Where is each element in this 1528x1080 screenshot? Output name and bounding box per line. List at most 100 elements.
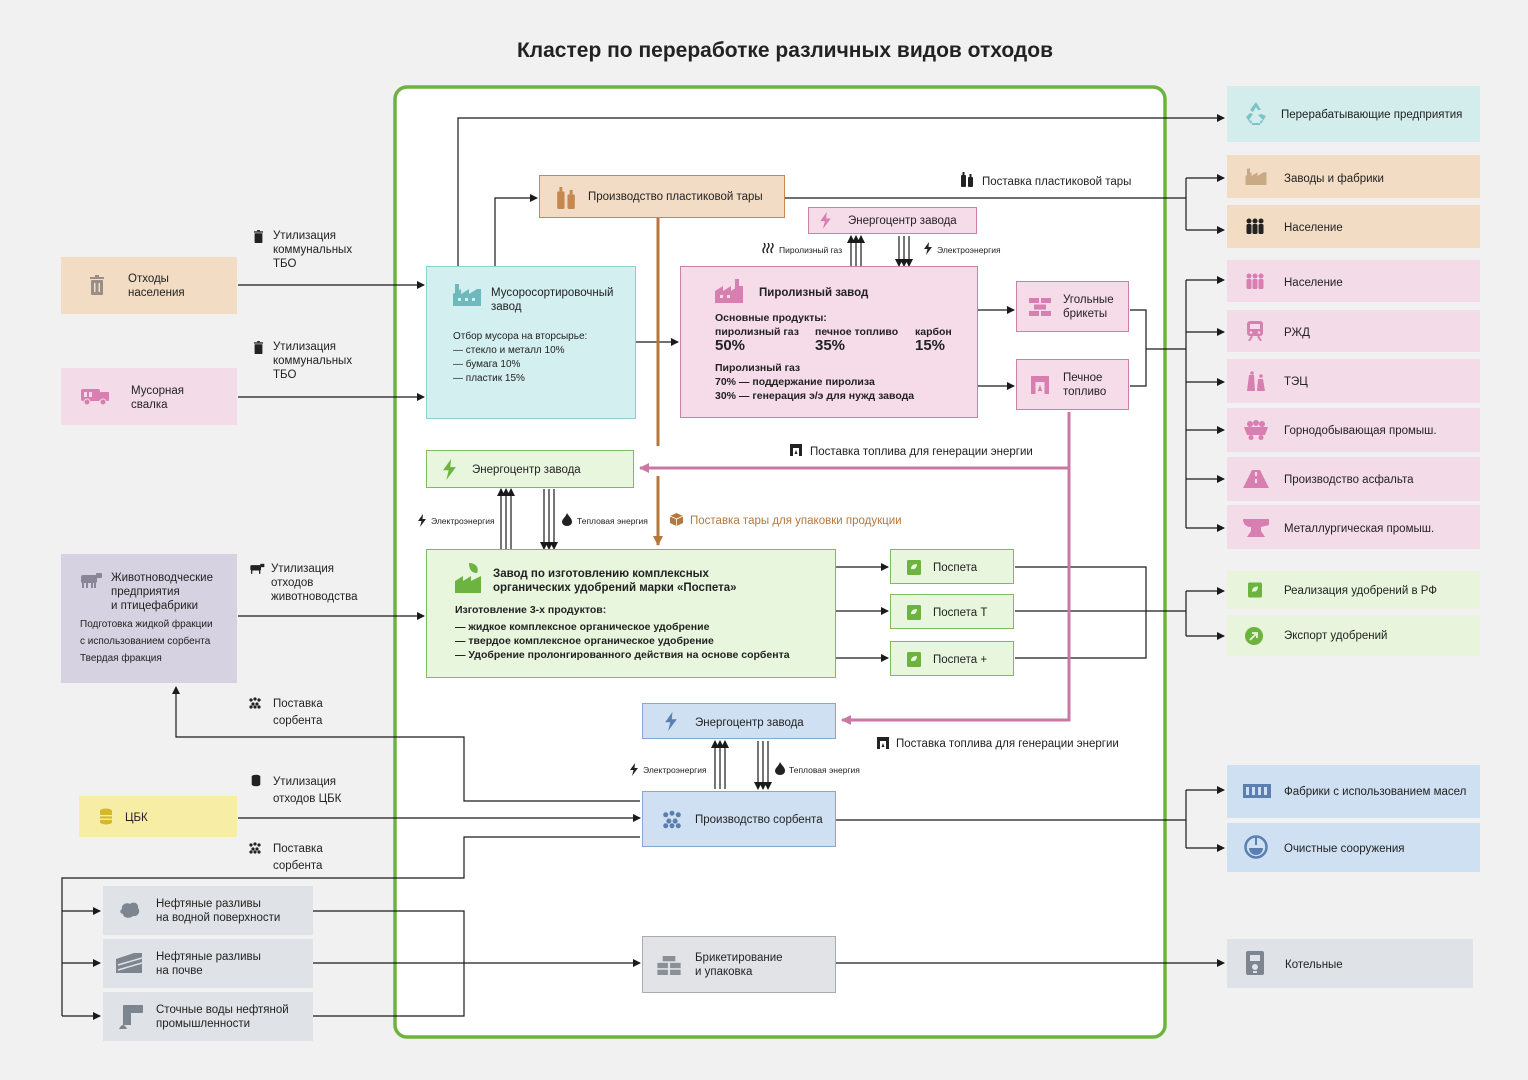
source-landfill: Мусорная свалка bbox=[61, 368, 237, 425]
consumer-boilers: Котельные bbox=[1227, 939, 1473, 988]
consumer-fert-rf: Реализация удобрений в РФ bbox=[1227, 571, 1480, 609]
people-icon bbox=[1246, 273, 1264, 289]
flame-icon bbox=[775, 762, 785, 775]
plant-sorting: Мусоросортировочный завод Отбор мусора н… bbox=[426, 266, 636, 419]
flame-icon bbox=[562, 513, 572, 526]
plant-label: Брикетирование и упаковка bbox=[695, 952, 783, 978]
product-briquettes: Угольные брикеты bbox=[1016, 281, 1129, 332]
lightning-icon bbox=[924, 242, 932, 255]
lightning-icon bbox=[443, 459, 456, 480]
bottles-icon bbox=[961, 172, 973, 187]
road-icon bbox=[1243, 470, 1269, 488]
flow-label-sorbent: Поставка сорбента bbox=[273, 843, 323, 872]
flow-label-electricity: Электроэнергия bbox=[937, 245, 1001, 255]
lightning-icon bbox=[665, 712, 677, 731]
plant-briquetting: Брикетирование и упаковка bbox=[642, 936, 836, 993]
plant-energy-top: Энергоцентр завода bbox=[808, 207, 977, 234]
plant-energy-mid: Энергоцентр завода bbox=[426, 450, 634, 488]
consumer-label: Население bbox=[1284, 222, 1343, 234]
consumer-metallurgy: Металлургическая промыш. bbox=[1227, 505, 1480, 549]
anvil-icon bbox=[1243, 519, 1269, 537]
export-arrow-icon bbox=[1245, 627, 1263, 645]
pyro-product-name: печное топливо bbox=[815, 326, 899, 338]
flow-label-electricity: Электроэнергия bbox=[431, 516, 495, 526]
source-label: ЦБК bbox=[125, 812, 148, 824]
pyro-subtitle: Основные продукты: bbox=[715, 312, 827, 324]
pyro-product-value: 50% bbox=[715, 337, 746, 354]
plant-plastic: Производство пластиковой тары bbox=[539, 175, 785, 218]
factory-icon bbox=[453, 284, 481, 306]
product-pospeta: Поспета bbox=[890, 549, 1014, 584]
fertilizer-bag-icon bbox=[907, 652, 921, 667]
product-label: Печное топливо bbox=[1063, 372, 1107, 398]
source-notes: Подготовка жидкой фракции с использовани… bbox=[80, 619, 213, 664]
bricks-icon bbox=[1029, 298, 1051, 316]
lightning-icon bbox=[820, 212, 831, 229]
plant-fertilizer: Завод по изготовлению комплексных органи… bbox=[426, 549, 836, 678]
consumer-label: Фабрики с использованием масел bbox=[1284, 786, 1467, 798]
consumer-label: Перерабатывающие предприятия bbox=[1281, 109, 1463, 121]
consumer-label: Горнодобывающая промыш. bbox=[1284, 425, 1437, 437]
consumer-asphalt: Производство асфальта bbox=[1227, 457, 1480, 501]
product-label: Поспета bbox=[933, 562, 978, 574]
granules-icon bbox=[663, 810, 681, 829]
pyro-product-name: карбон bbox=[915, 326, 952, 338]
product-label: Поспета + bbox=[933, 654, 988, 666]
consumer-recycling: Перерабатывающие предприятия bbox=[1227, 86, 1480, 142]
source-label: Мусорная свалка bbox=[131, 385, 184, 411]
fert-items: — жидкое комплексное органическое удобре… bbox=[455, 621, 790, 661]
source-label: Животноводческие предприятия и птицефабр… bbox=[111, 572, 214, 612]
lightning-icon bbox=[418, 514, 426, 527]
source-oil-water: Нефтяные разливы на водной поверхности bbox=[103, 886, 313, 935]
plant-label: Завод по изготовлению комплексных органи… bbox=[493, 568, 737, 594]
flow-label-livestock: Утилизация отходов животноводства bbox=[271, 563, 358, 603]
source-label: Нефтяные разливы на водной поверхности bbox=[156, 898, 281, 924]
product-label: Поспета Т bbox=[933, 607, 988, 619]
consumer-label: ТЭЦ bbox=[1284, 376, 1308, 388]
consumer-label: Экспорт удобрений bbox=[1284, 630, 1388, 642]
consumer-label: РЖД bbox=[1284, 327, 1310, 339]
box-icon bbox=[670, 513, 683, 526]
consumer-label: Реализация удобрений в РФ bbox=[1284, 585, 1438, 597]
steam-icon bbox=[762, 243, 774, 254]
pyro-gas-line: 30% — генерация э/э для нужд завода bbox=[715, 390, 915, 402]
flow-label-pyro-gas: Пиролизный газ bbox=[779, 245, 843, 255]
flow-label-electricity: Электроэнергия bbox=[643, 765, 707, 775]
trash-icon bbox=[253, 341, 264, 354]
cow-icon bbox=[250, 563, 265, 574]
factory-icon bbox=[715, 279, 743, 303]
plant-notes: Отбор мусора на вторсырье: — стекло и ме… bbox=[453, 331, 588, 384]
power-plant-icon bbox=[1247, 371, 1265, 391]
flow-label-plastic-delivery: Поставка пластиковой тары bbox=[982, 176, 1132, 188]
consumer-oil-factories: Фабрики с использованием масел bbox=[1227, 765, 1480, 818]
eco-factory-icon bbox=[455, 563, 481, 593]
flow-label-cbk: Утилизация отходов ЦБК bbox=[273, 776, 342, 805]
consumer-label: Очистные сооружения bbox=[1284, 843, 1405, 855]
page-title: Кластер по переработке различных видов о… bbox=[516, 39, 1054, 62]
product-pospeta-plus: Поспета + bbox=[890, 641, 1014, 676]
consumer-label: Котельные bbox=[1285, 959, 1343, 971]
consumer-tec: ТЭЦ bbox=[1227, 359, 1480, 403]
source-label: Отходы населения bbox=[128, 273, 185, 299]
consumer-fert-export: Экспорт удобрений bbox=[1227, 615, 1480, 656]
flow-label-fuel-supply: Поставка топлива для генерации энергии bbox=[810, 446, 1033, 458]
source-oil-soil: Нефтяные разливы на почве bbox=[103, 939, 313, 988]
consumer-label: Металлургическая промыш. bbox=[1284, 523, 1435, 535]
train-icon bbox=[1247, 321, 1263, 341]
boiler-icon bbox=[1246, 951, 1264, 975]
lightning-icon bbox=[630, 763, 638, 776]
pyro-product-value: 15% bbox=[915, 337, 946, 354]
plant-label: Энергоцентр завода bbox=[472, 464, 581, 476]
fireplace-icon bbox=[790, 444, 802, 456]
bricks-icon bbox=[657, 956, 681, 975]
plant-label: Энергоцентр завода bbox=[848, 215, 957, 227]
barrel-icon bbox=[100, 808, 112, 825]
product-stove-fuel: Печное топливо bbox=[1016, 359, 1129, 410]
recycle-icon bbox=[1246, 102, 1266, 125]
bottles-icon bbox=[557, 187, 575, 209]
plant-pyrolysis: Пиролизный завод Основные продукты: пиро… bbox=[680, 266, 978, 418]
consumer-label: Заводы и фабрики bbox=[1284, 173, 1384, 185]
plant-label: Мусоросортировочный завод bbox=[491, 287, 614, 313]
consumer-mining: Горнодобывающая промыш. bbox=[1227, 408, 1480, 452]
fireplace-icon bbox=[1031, 376, 1049, 394]
